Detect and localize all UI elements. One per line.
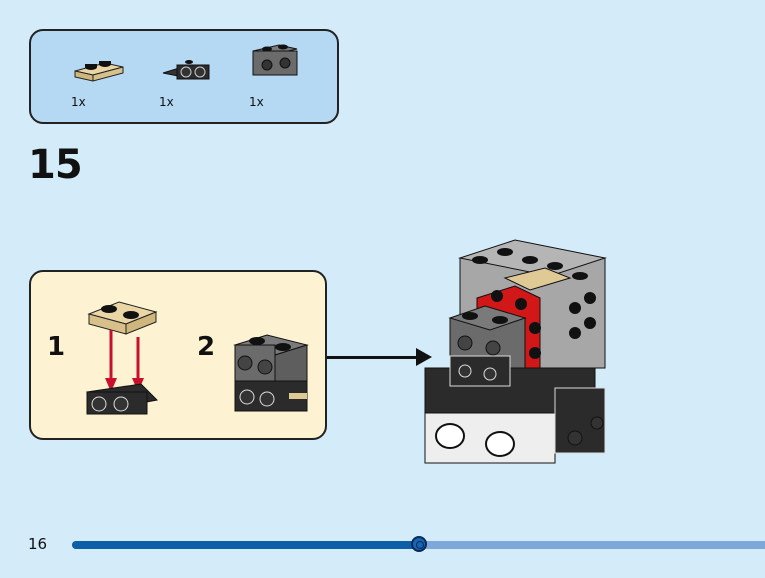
part-item-black-bracket: 1x	[159, 31, 229, 121]
callout-arrow-icon	[416, 348, 432, 366]
sub-step-number: 2	[197, 332, 216, 362]
sub-step-1-illustration	[86, 301, 159, 415]
part-qty: 1x	[159, 95, 174, 109]
black-bracket-icon	[162, 60, 210, 80]
main-model-illustration	[424, 239, 607, 464]
tan-plate-icon	[74, 61, 124, 82]
parts-list-box: 1x 1x 1x	[29, 29, 339, 124]
dark-gray-brick-icon	[252, 44, 298, 76]
part-qty: 1x	[71, 95, 86, 109]
progress-fill	[72, 541, 419, 549]
part-item-tan-plate: 1x	[71, 31, 141, 121]
page-number: 16	[28, 535, 48, 553]
progress-knob	[411, 536, 427, 552]
part-item-dark-gray-brick: 1x	[249, 31, 319, 121]
sub-step-2-illustration	[233, 334, 309, 412]
sub-assembly-box: 1 2	[29, 270, 327, 440]
part-qty: 1x	[249, 95, 264, 109]
callout-line	[327, 356, 422, 359]
sub-step-number: 1	[47, 332, 66, 362]
step-number: 15	[28, 142, 83, 188]
